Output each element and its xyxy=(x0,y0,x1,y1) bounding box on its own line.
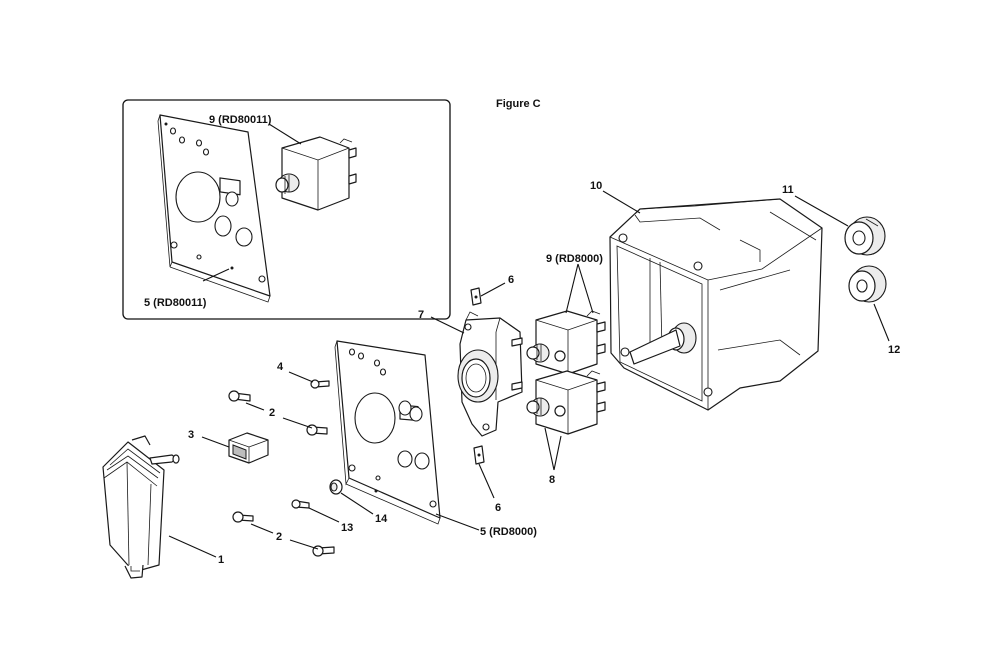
leader-lines xyxy=(168,190,890,558)
part-14-spacer xyxy=(329,479,343,495)
callout-6-upper: 6 xyxy=(508,274,514,286)
inset-mounting-plate xyxy=(157,114,271,303)
part-9-breaker-lower xyxy=(526,370,606,435)
inset-switch-label: 9 (RD80011) xyxy=(209,114,272,126)
part-10-housing xyxy=(609,198,823,411)
part-2-screw-upper-b xyxy=(306,424,328,436)
callout-10: 10 xyxy=(590,180,602,192)
figure-title: Figure C xyxy=(496,98,541,110)
callout-labels: 1 2 2 3 4 5 (RD8000) 6 6 7 8 9 (RD8000) … xyxy=(188,180,900,566)
part-11-grommet xyxy=(844,216,886,256)
callout-5: 5 (RD8000) xyxy=(480,526,537,538)
part-2-screw-upper-a xyxy=(228,390,251,402)
part-5-mounting-plate xyxy=(334,340,441,525)
part-1-cover xyxy=(102,435,180,579)
inset-plate-label: 5 (RD80011) xyxy=(144,297,207,309)
callout-4: 4 xyxy=(277,361,284,373)
part-6-clip-lower xyxy=(473,445,485,465)
callout-7: 7 xyxy=(418,309,424,321)
callout-11: 11 xyxy=(782,184,794,196)
inset-frame xyxy=(122,99,451,320)
callout-2-upper: 2 xyxy=(269,407,275,419)
part-12-grommet xyxy=(848,265,887,303)
part-13-screw xyxy=(291,499,310,509)
part-4-screw xyxy=(310,379,330,389)
part-3-rocker-switch xyxy=(228,432,269,464)
callout-6-lower: 6 xyxy=(495,502,501,514)
callout-3: 3 xyxy=(188,429,194,441)
part-9-breaker-upper xyxy=(526,310,606,375)
part-6-clip-upper xyxy=(470,287,482,306)
callout-1: 1 xyxy=(218,554,224,566)
part-7-hour-meter xyxy=(457,311,523,437)
callout-8: 8 xyxy=(549,474,555,486)
inset-circuit-breaker xyxy=(275,136,357,211)
callout-2-lower: 2 xyxy=(276,531,282,543)
callout-13: 13 xyxy=(341,522,353,534)
callout-14: 14 xyxy=(375,513,388,525)
callout-12: 12 xyxy=(888,344,900,356)
part-2-screw-lower-a xyxy=(232,511,254,523)
part-2-screw-lower-b xyxy=(312,545,335,557)
inset-detail: 9 (RD80011) 5 (RD80011) xyxy=(122,99,451,320)
callout-9: 9 (RD8000) xyxy=(546,253,603,265)
